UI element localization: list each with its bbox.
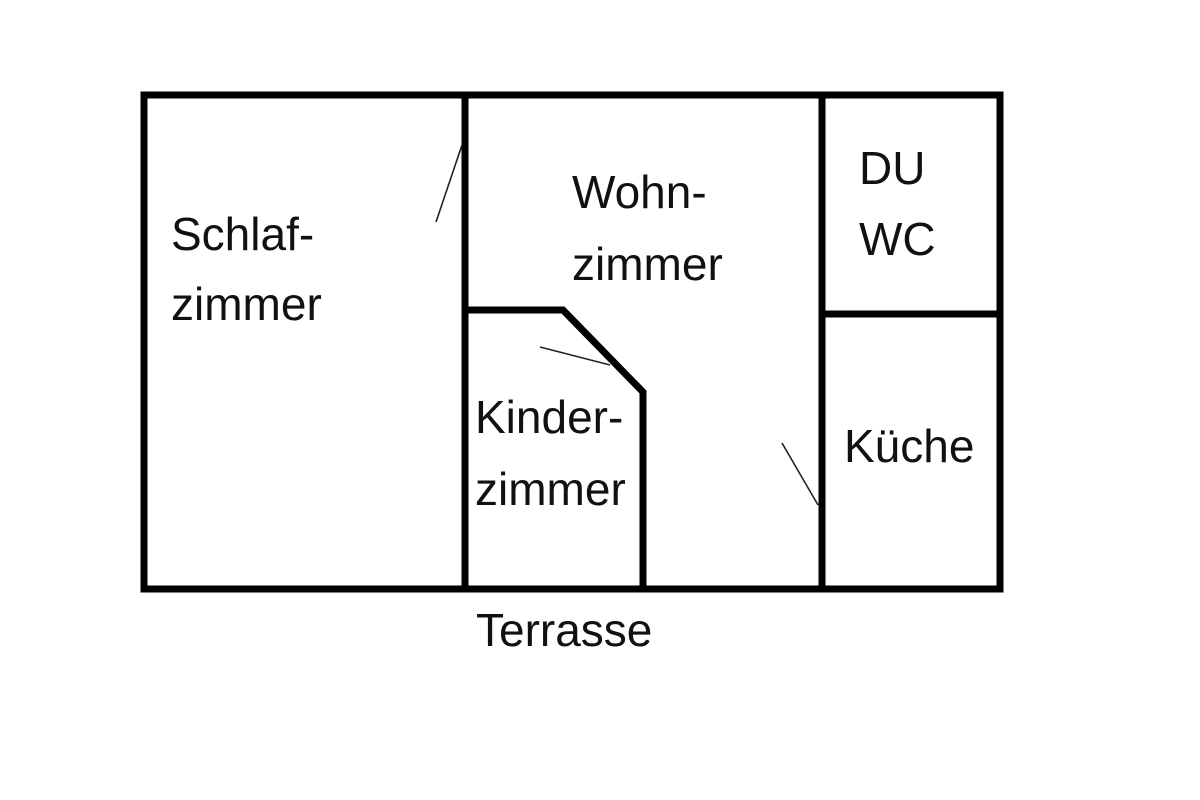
wall-kids-room	[461, 306, 647, 593]
label-living-line1: Wohn-	[572, 166, 707, 218]
label-living-line2: zimmer	[572, 238, 723, 290]
label-bath-line2: WC	[859, 213, 936, 265]
label-kids-line1: Kinder-	[475, 391, 623, 443]
door-kitchen	[781, 442, 819, 506]
door-kids-room	[539, 346, 611, 366]
door-bedroom	[435, 144, 463, 223]
label-kids-line2: zimmer	[475, 463, 626, 515]
label-bath-line1: DU	[859, 142, 925, 194]
outer-wall	[140, 91, 1004, 593]
label-bedroom-line2: zimmer	[171, 278, 322, 330]
label-kitchen: Küche	[844, 420, 974, 472]
label-terrace: Terrasse	[476, 604, 652, 656]
label-bedroom-line1: Schlaf-	[171, 208, 314, 260]
